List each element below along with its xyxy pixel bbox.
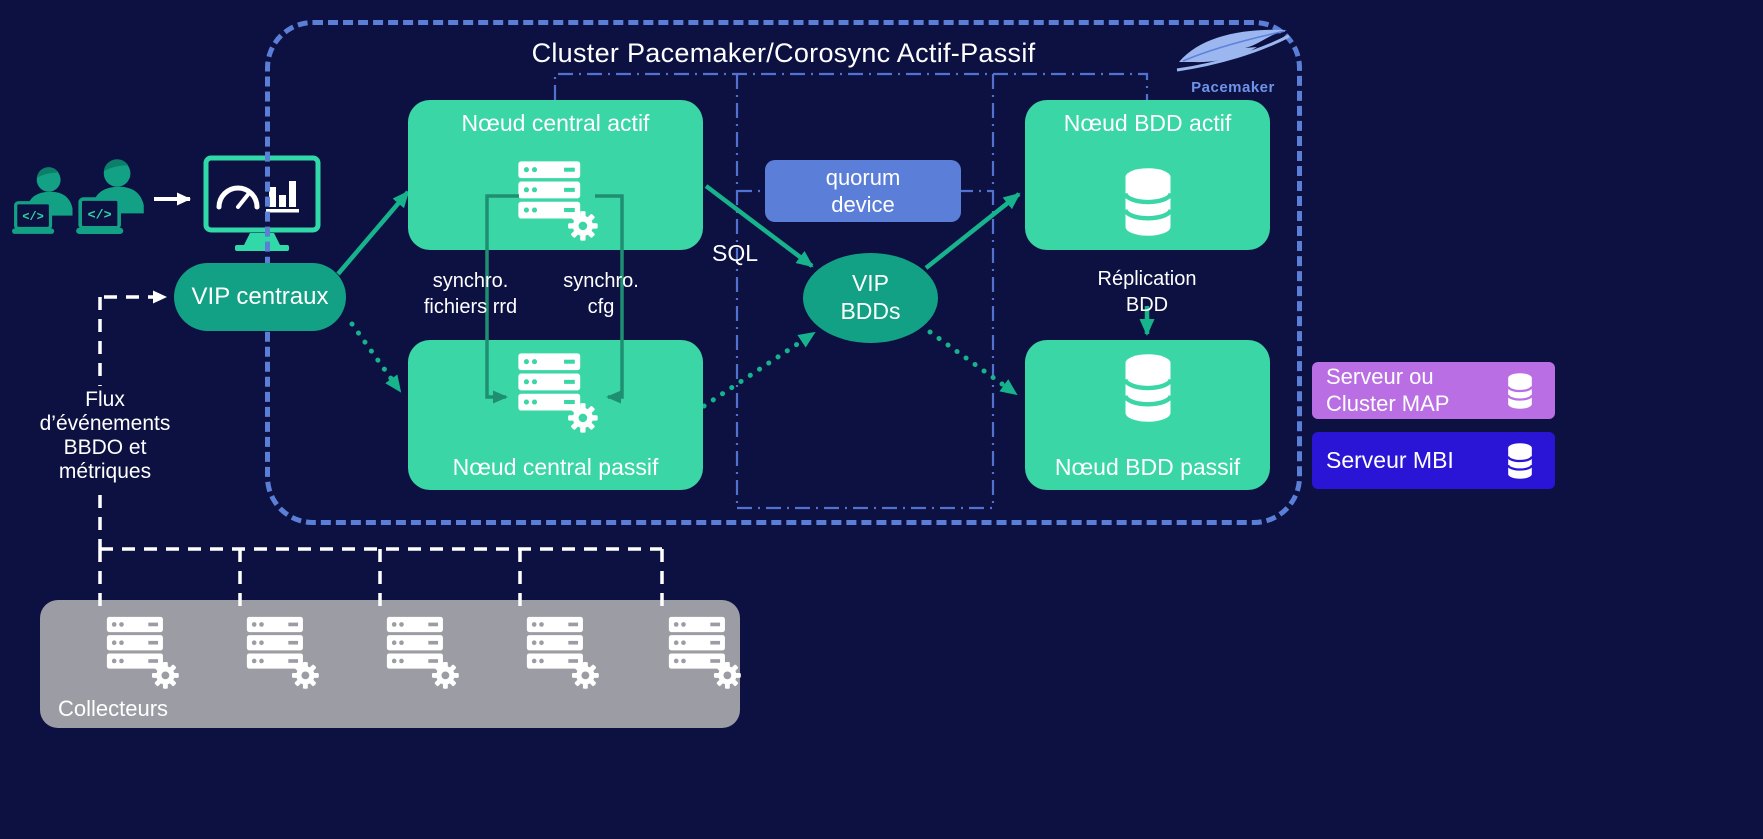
- label-synchro-rrd: synchro. fichiers rrd: [423, 270, 518, 318]
- node-central-passif: Nœud central passif: [408, 340, 703, 490]
- node-bdd-passif: Nœud BDD passif: [1025, 340, 1270, 490]
- node-quorum-device: quorum device: [765, 160, 961, 222]
- node-vip-centraux-label: VIP centraux: [191, 283, 329, 310]
- node-serveur-mbi-label: Serveur MBI: [1326, 446, 1454, 473]
- node-central-passif-label: Nœud central passif: [452, 453, 659, 480]
- node-serveur-map: Serveur ou Cluster MAP: [1312, 362, 1555, 419]
- cluster-title: Cluster Pacemaker/Corosync Actif-Passif: [531, 38, 1036, 68]
- server-gear-icon: [513, 348, 599, 434]
- label-sql: SQL: [712, 240, 759, 266]
- collector-server-icon: [102, 612, 180, 690]
- database-icon: [1499, 370, 1541, 412]
- developer-user-icon: [12, 164, 78, 236]
- database-icon: [1108, 162, 1188, 242]
- node-central-actif-label: Nœud central actif: [461, 110, 650, 136]
- node-vip-centraux: VIP centraux: [174, 263, 346, 331]
- pacemaker-logo: Pacemaker: [1173, 28, 1293, 96]
- server-gear-icon: [513, 156, 599, 242]
- label-flux-evenements: Flux d’événements BBDO et métriques: [16, 386, 194, 486]
- label-replication: Réplication BDD: [1097, 268, 1197, 316]
- collectors-label: Collecteurs: [58, 696, 169, 721]
- collector-server-icon: [242, 612, 320, 690]
- node-vip-bdds-label: VIP BDDs: [840, 270, 901, 324]
- node-serveur-map-label: Serveur ou Cluster MAP: [1326, 364, 1450, 416]
- database-icon: [1499, 440, 1541, 482]
- node-serveur-mbi: Serveur MBI: [1312, 432, 1555, 489]
- pacemaker-logo-text: Pacemaker: [1191, 79, 1275, 96]
- monitoring-screen-icon: [203, 155, 321, 253]
- label-synchro-cfg: synchro. cfg: [563, 270, 639, 318]
- database-icon: [1108, 348, 1188, 428]
- node-quorum-device-label: quorum device: [825, 164, 901, 218]
- node-bdd-actif-label: Nœud BDD actif: [1063, 110, 1232, 136]
- collector-server-icon: [382, 612, 460, 690]
- node-bdd-passif-label: Nœud BDD passif: [1054, 453, 1241, 480]
- node-vip-bdds: VIP BDDs: [803, 253, 938, 343]
- pacemaker-feather-icon: [1176, 29, 1290, 72]
- collector-server-icon: [664, 612, 742, 690]
- collector-server-icon: [522, 612, 600, 690]
- collectors-group: Collecteurs: [40, 600, 740, 728]
- node-bdd-actif: Nœud BDD actif: [1025, 100, 1270, 250]
- developer-user-icon: [76, 156, 150, 236]
- node-central-actif: Nœud central actif: [408, 100, 703, 250]
